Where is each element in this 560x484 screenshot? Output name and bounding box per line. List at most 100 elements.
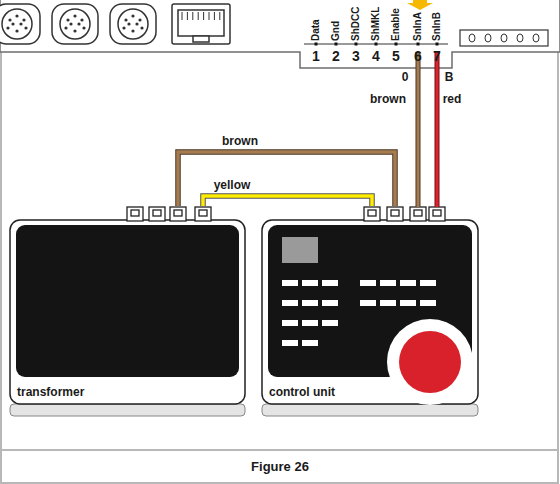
socket-pin <box>24 26 27 29</box>
pin-number: 3 <box>352 48 360 64</box>
socket-pin <box>6 14 143 32</box>
socket-pin <box>124 18 127 21</box>
pin-name: ShDCC <box>350 7 362 41</box>
signal-wire <box>416 52 421 207</box>
socket-pin <box>82 26 85 29</box>
figure-frame <box>1 449 558 451</box>
screw-terminal <box>170 207 186 221</box>
wire-color-label: brown <box>220 134 260 148</box>
transformer-body <box>16 225 239 377</box>
screw-terminal <box>368 210 376 216</box>
figure-frame <box>0 52 2 484</box>
control-unit-body <box>262 220 478 404</box>
screw-terminal <box>364 207 380 221</box>
screw-terminal <box>153 210 161 216</box>
screw-terminal <box>195 207 211 221</box>
keypad-key <box>400 300 416 306</box>
wire-label: brown <box>370 92 406 106</box>
rj45-socket <box>172 4 230 44</box>
socket-pin <box>15 29 18 32</box>
rj45-contact <box>209 12 210 20</box>
pin-number: 4 <box>372 48 380 64</box>
control-unit-body <box>262 220 478 416</box>
rj45-socket <box>178 10 224 36</box>
signal-wire <box>436 52 439 207</box>
terminal-pin <box>355 43 358 46</box>
screw-terminal <box>433 210 441 216</box>
rj45-contact <box>203 12 204 20</box>
keypad-key <box>282 340 298 346</box>
socket-pin <box>73 14 76 17</box>
screw-terminal <box>127 207 445 221</box>
device-housing <box>0 0 560 68</box>
socket-pin <box>140 26 143 29</box>
terminal-pin <box>417 43 420 46</box>
pin-name: Data <box>310 19 322 41</box>
keypad-key <box>380 280 396 286</box>
rj45-contact <box>198 12 199 20</box>
socket-pin <box>6 26 9 29</box>
device-box: control unit <box>262 206 478 404</box>
rj45-socket <box>193 36 209 42</box>
bus-hole <box>469 34 539 42</box>
rj45-contact <box>192 12 193 20</box>
pin-name: SnInA <box>412 12 424 41</box>
keypad-key <box>302 320 318 326</box>
screw-terminal <box>387 207 403 221</box>
terminal-block <box>304 44 448 45</box>
socket-pin <box>131 29 134 32</box>
device-label: transformer <box>17 385 84 399</box>
screw-terminal <box>199 210 207 216</box>
mini-din-socket <box>60 9 90 39</box>
signal-wire <box>417 52 420 207</box>
pin-name: SnInB <box>431 12 443 41</box>
signal-wire <box>435 52 440 207</box>
keypad-key <box>282 280 298 286</box>
pin-number: 1 <box>312 48 320 64</box>
rj45-contact <box>219 12 220 20</box>
wire-label: B <box>445 70 454 84</box>
socket-pin <box>80 18 83 21</box>
bus-hole <box>485 34 491 42</box>
mini-din-socket <box>110 4 156 44</box>
figure-frame <box>557 52 559 484</box>
socket-pin <box>22 18 25 21</box>
bus-connector <box>460 30 548 46</box>
screw-terminal <box>410 207 426 221</box>
terminal-pin <box>315 43 318 46</box>
terminal-pin <box>436 43 439 46</box>
keypad-key <box>420 300 436 306</box>
keypad-key <box>322 320 338 326</box>
bus-connector <box>460 30 548 46</box>
screw-terminal <box>429 207 445 221</box>
bus-hole <box>533 34 539 42</box>
wire-outline <box>203 196 372 206</box>
socket-pin <box>66 18 69 21</box>
socket-pin <box>131 14 134 17</box>
rj45-contact <box>214 12 215 20</box>
device-label: control unit <box>269 385 335 399</box>
signal-wire <box>418 52 437 207</box>
speed-knob <box>387 319 473 405</box>
screw-terminal <box>414 210 422 216</box>
pin-name: Enable <box>390 8 402 41</box>
transformer-body <box>10 404 245 416</box>
wire-label: red <box>443 92 462 106</box>
screw-terminal <box>149 207 165 221</box>
keypad-key <box>282 300 298 306</box>
mini-din-socket <box>0 4 40 44</box>
socket-pin <box>138 18 141 21</box>
socket-pin <box>8 18 11 21</box>
keypad-key <box>282 320 298 326</box>
wire-core <box>203 196 372 206</box>
figure-frame <box>1 482 558 484</box>
rj45-contact <box>182 12 220 20</box>
mini-din-socket <box>0 4 156 44</box>
rj45-contact <box>187 12 188 20</box>
wire <box>203 196 372 206</box>
socket-pin <box>135 22 138 25</box>
transformer-body <box>10 220 245 416</box>
wire-color-label: yellow <box>212 178 253 192</box>
